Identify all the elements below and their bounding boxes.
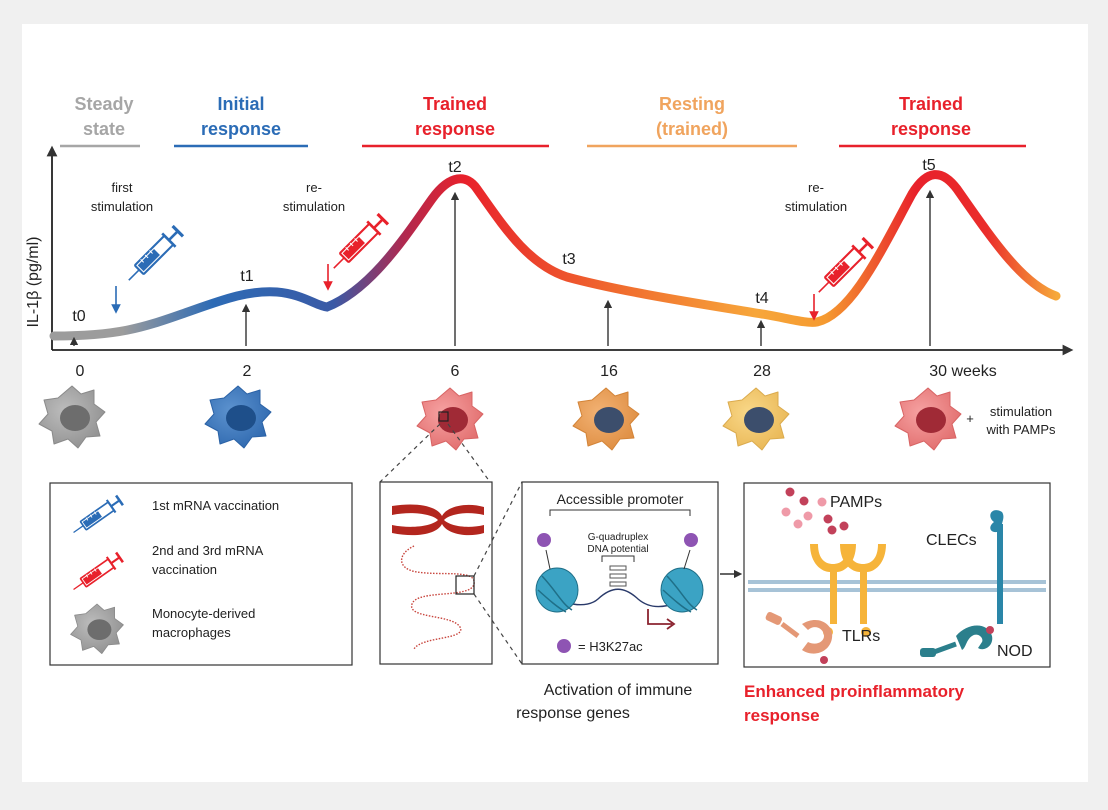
stimulation-label-line1: re-: [808, 180, 824, 195]
nucleosome-icon: [535, 567, 579, 613]
phase-title-line2: response: [201, 119, 281, 139]
promoter-title: Accessible promoter: [557, 491, 684, 507]
phase-title-line1: Resting: [659, 94, 725, 114]
pamps-icon: [781, 487, 849, 535]
promoter-box: Accessible promoter G-quadruplex DNA pot…: [521, 481, 719, 665]
g-quadruplex-icon: [609, 565, 627, 587]
legend-item-label: 2nd and 3rd mRNA: [152, 543, 264, 558]
g-quadruplex-label-line1: G-quadruplex: [588, 532, 649, 543]
receptor-box: PAMPs CLECs TLRs NOD: [743, 482, 1051, 668]
h3k27ac-mark-icon: [537, 533, 551, 570]
timepoint-label-t4: t4: [755, 290, 768, 307]
macrophage-icon-resting-16: [572, 387, 640, 451]
activation-caption-line1: Activation of immune: [544, 682, 693, 699]
pamps-label: PAMPs: [830, 494, 882, 511]
phase-title-line2: response: [891, 119, 971, 139]
timepoint-label-t0: t0: [72, 308, 85, 325]
stimulation-label-line2: stimulation: [785, 199, 847, 214]
h3k27ac-legend-label: = H3K27ac: [578, 639, 643, 654]
x-tick-label: 30 weeks: [929, 363, 997, 380]
red-syringe-icon: [810, 234, 877, 301]
stimulation-label-line2: stimulation: [283, 199, 345, 214]
legend-item-label-2: macrophages: [152, 625, 231, 640]
first-stimulation-annotation: first stimulation: [91, 180, 153, 314]
stimulation-label-line1: re-: [306, 180, 322, 195]
nod-receptor-icon: [920, 625, 994, 657]
phase-header-trained-response-1: Trained response: [362, 94, 549, 148]
re-stimulation-annotation-2: re- stimulation: [785, 180, 847, 321]
dna-strand-icon: [400, 545, 475, 650]
phase-header-trained-response-2: Trained response: [839, 94, 1026, 148]
zoom-line: [447, 423, 491, 483]
macrophage-icon-retrained: [894, 387, 962, 451]
phase-title-line1: Initial: [217, 94, 264, 114]
zoom-line: [473, 593, 523, 665]
phase-header-steady-state: Steady state: [60, 94, 140, 148]
phase-header-initial-response: Initial response: [174, 94, 308, 148]
macrophage-icon-resting-28: [722, 387, 790, 451]
legend-item-label: 1st mRNA vaccination: [152, 498, 279, 513]
chromosome-icon: [392, 504, 484, 536]
timepoint-label-t2: t2: [448, 159, 461, 176]
timepoint-label-t3: t3: [562, 251, 575, 268]
membrane-line: [748, 588, 1046, 592]
tlrs-label: TLRs: [842, 628, 880, 645]
clec-receptor-icon: [990, 510, 1004, 624]
blue-syringe-icon: [120, 222, 187, 289]
legend-box: 1st mRNA vaccination 2nd and 3rd mRNA va…: [49, 482, 353, 666]
zoom-line: [379, 423, 441, 483]
y-axis-label: IL-1β (pg/ml): [25, 237, 42, 328]
g-quadruplex-label-line2: DNA potential: [587, 544, 648, 555]
x-tick-label: 6: [451, 363, 460, 380]
activation-caption-line2: response genes: [516, 705, 630, 722]
phase-title-line1: Steady: [74, 94, 133, 114]
legend-item-label: Monocyte-derived: [152, 606, 255, 621]
x-tick-label: 0: [76, 363, 85, 380]
il1b-response-curve: [49, 170, 1061, 341]
enhanced-caption-line2: response: [744, 706, 820, 725]
stimulation-label-line2: stimulation: [91, 199, 153, 214]
enhanced-caption-line1: Enhanced proinflammatory: [744, 682, 965, 701]
tlr-adaptor-icon: [765, 611, 833, 664]
phase-header-resting-trained: Resting (trained): [587, 94, 797, 148]
pamps-note-line2: with PAMPs: [985, 422, 1056, 437]
x-tick-label: 16: [600, 363, 618, 380]
stimulation-label-line1: first: [112, 180, 133, 195]
timepoint-label-t5: t5: [922, 157, 935, 174]
pamps-plus-sign: +: [966, 411, 974, 426]
clecs-label: CLECs: [926, 532, 977, 549]
macrophage-icon: [70, 603, 124, 654]
membrane-line: [748, 580, 1046, 584]
phase-title-line1: Trained: [423, 94, 487, 114]
h3k27ac-legend-icon: [557, 639, 571, 653]
phase-title-line2: state: [83, 119, 125, 139]
chromosome-box: [379, 481, 493, 665]
tss-arrow-icon: [647, 609, 672, 625]
pamps-note-line1: stimulation: [990, 404, 1052, 419]
nucleosome-icon: [660, 567, 704, 613]
nod-label: NOD: [997, 643, 1033, 660]
macrophage-icon-initial: [204, 385, 272, 449]
x-tick-label: 2: [243, 363, 252, 380]
zoom-line: [473, 481, 523, 577]
figure: Steady state Initial response Trained re…: [22, 24, 1088, 782]
phase-title-line1: Trained: [899, 94, 963, 114]
phase-title-line2: (trained): [656, 119, 728, 139]
zoom-box: [455, 575, 475, 595]
macrophage-icon-steady: [38, 385, 106, 449]
macrophage-icon-trained: [416, 387, 484, 451]
x-tick-label: 28: [753, 363, 771, 380]
timepoint-label-t1: t1: [240, 268, 253, 285]
re-stimulation-annotation-1: re- stimulation: [283, 180, 345, 291]
h3k27ac-mark-icon: [683, 533, 698, 570]
phase-title-line2: response: [415, 119, 495, 139]
legend-item-label-2: vaccination: [152, 562, 217, 577]
